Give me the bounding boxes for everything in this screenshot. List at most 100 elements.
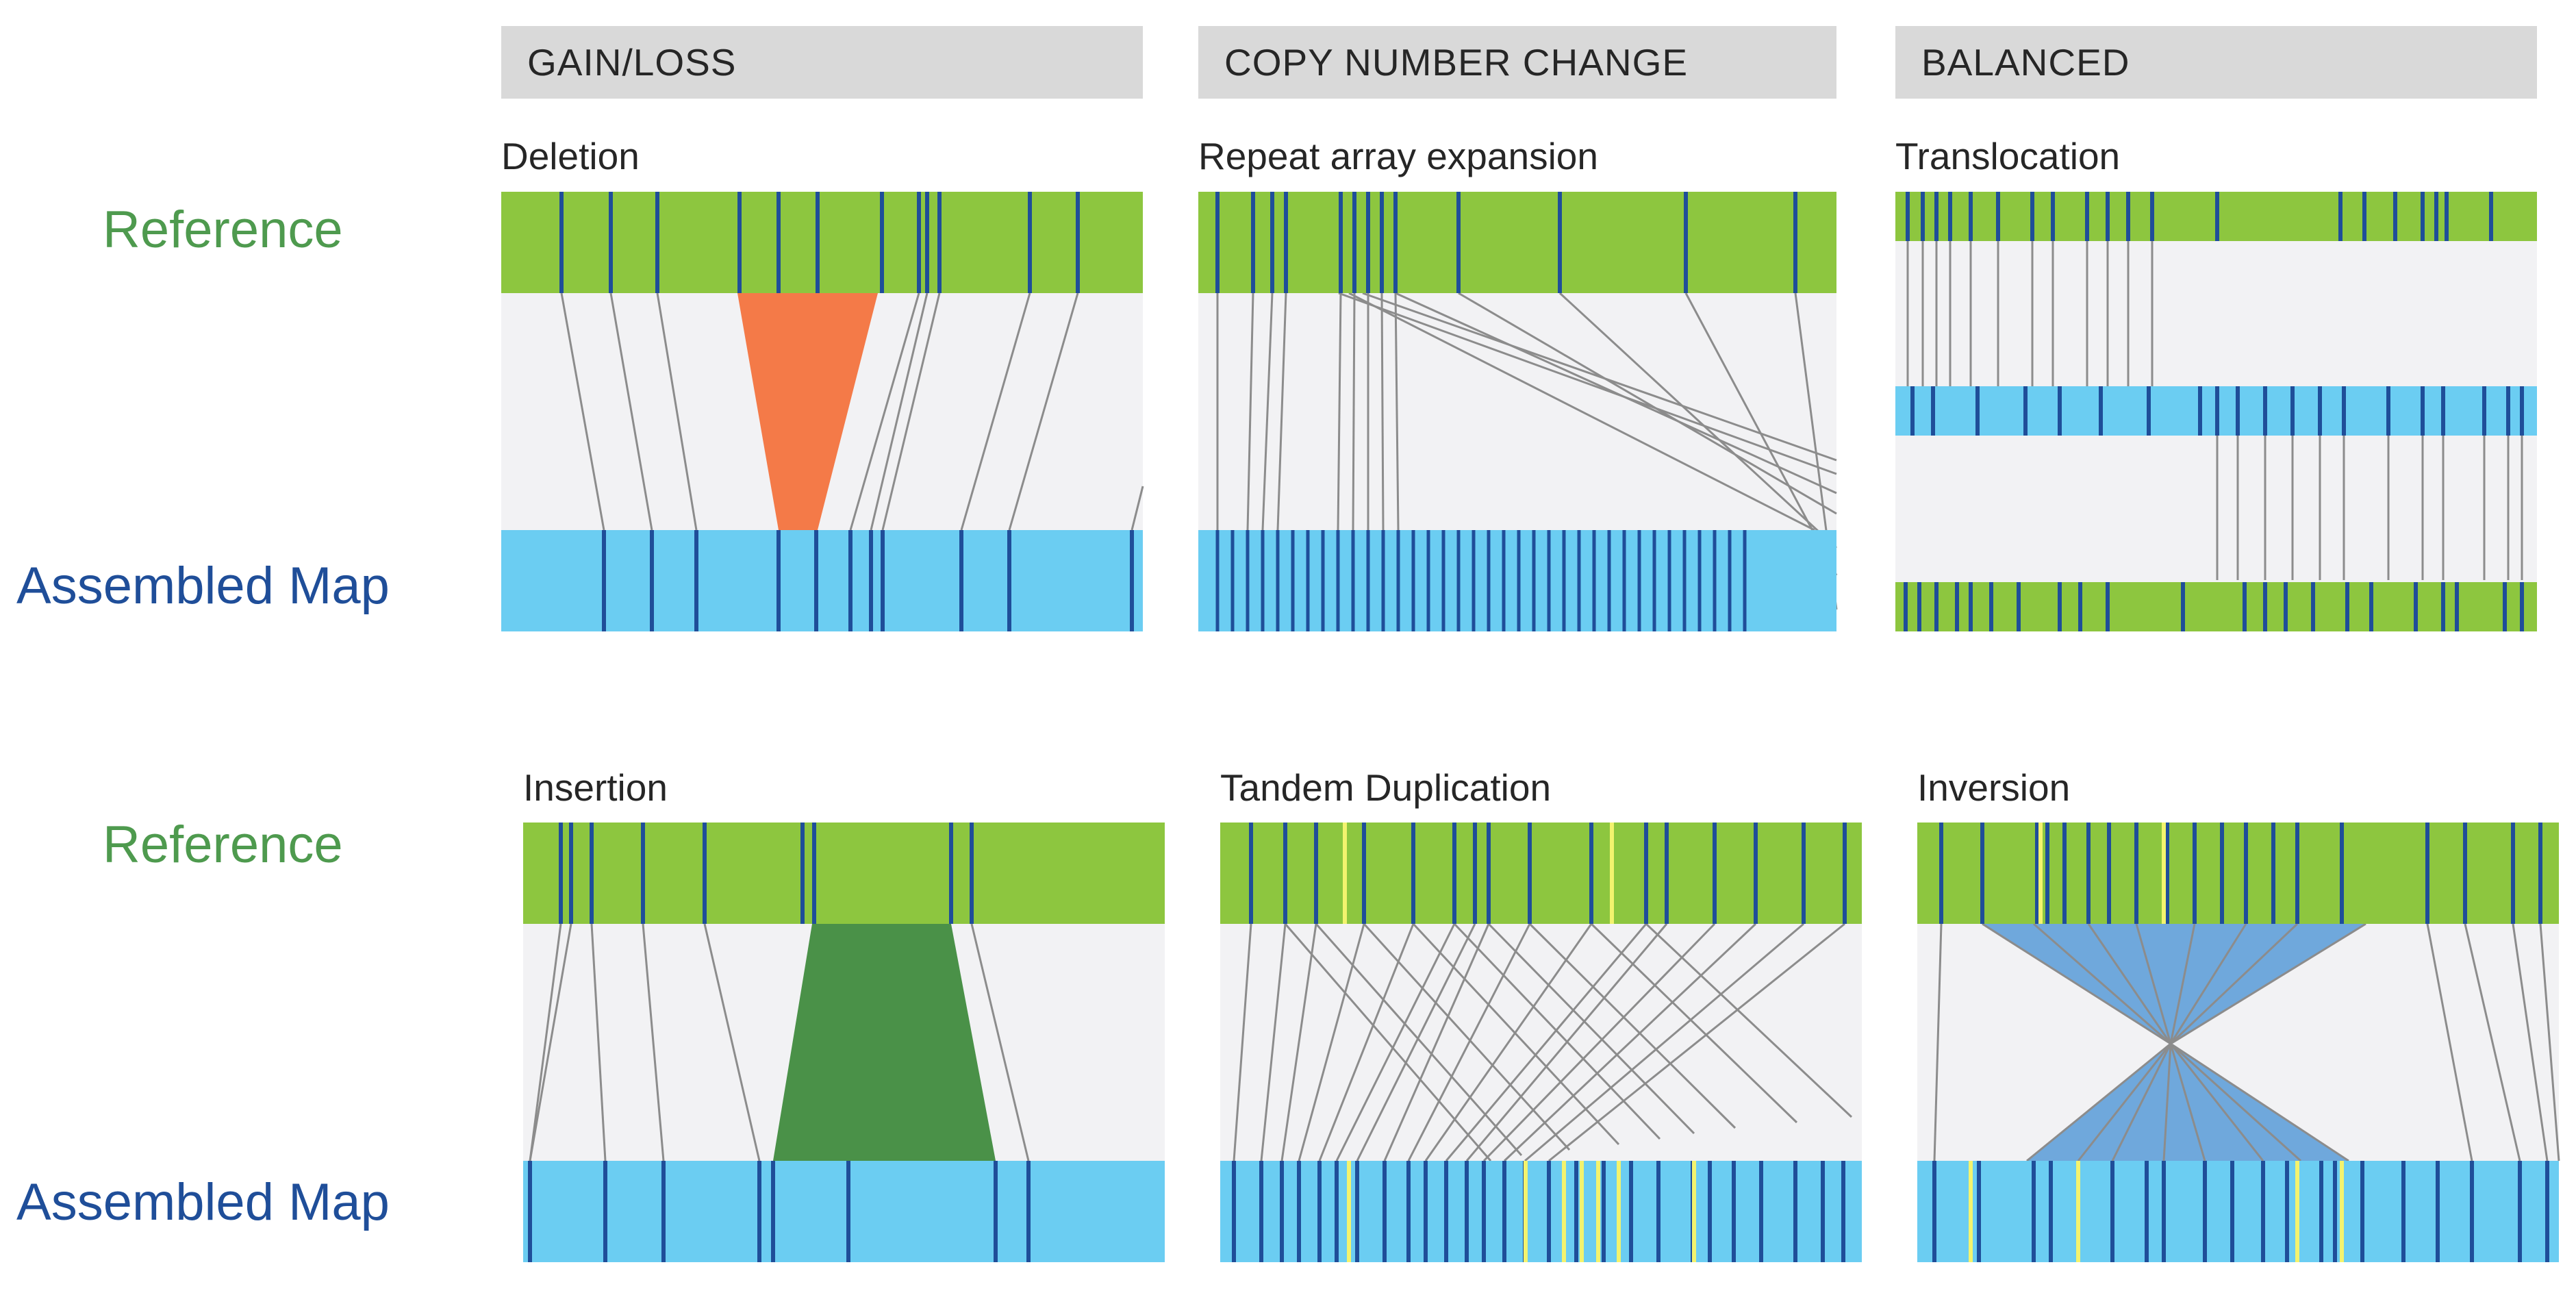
alignment-line <box>642 923 665 1162</box>
alignment-line <box>1453 922 1661 1140</box>
alignment-line <box>2169 923 2196 1044</box>
alignment-line <box>1338 292 1837 475</box>
alignment-line <box>2512 923 2549 1162</box>
alignment-line <box>2170 1042 2349 1162</box>
alignment-line <box>1352 292 1356 531</box>
header-copy-number-change: COPY NUMBER CHANGE <box>1198 26 1836 99</box>
reference-bar <box>501 192 1143 293</box>
alignment-line <box>1424 923 1593 1162</box>
header-balanced: BALANCED <box>1895 26 2537 99</box>
alignment-line <box>2169 922 2299 1045</box>
reference-bar-chromosome-b <box>1895 582 2537 631</box>
panel-title-tandem-duplication: Tandem Duplication <box>1220 766 1552 809</box>
header-gain-loss: GAIN/LOSS <box>501 26 1143 99</box>
reference-bar <box>1198 192 1836 293</box>
alignment-line <box>2162 1043 2172 1162</box>
alignment-line <box>960 292 1031 531</box>
alignment-line <box>1246 292 1254 531</box>
alignment-line <box>870 292 929 531</box>
alignment-line <box>2111 1043 2172 1162</box>
alignment-line <box>1131 486 1144 531</box>
alignment-line <box>1445 923 1647 1162</box>
alignment-line <box>1260 923 1287 1162</box>
translocation-diagram <box>1895 192 2537 631</box>
alignment-line <box>1933 923 1943 1162</box>
inserted-segment <box>773 924 996 1161</box>
alignment-line <box>1233 923 1252 1162</box>
alignment-line <box>2169 923 2247 1044</box>
alignment-line <box>2135 923 2172 1044</box>
row-label-reference-bottom: Reference <box>103 816 343 874</box>
alignment-line <box>1356 923 1476 1162</box>
alignment-line <box>609 292 653 531</box>
row-label-assembled-top: Assembled Map <box>16 557 390 615</box>
reference-bar <box>523 823 1165 924</box>
alignment-line <box>2026 1042 2171 1162</box>
panel-title-translocation: Translocation <box>1895 135 2121 177</box>
panel-title-repeat-array-expansion: Repeat array expansion <box>1198 135 1598 177</box>
alignment-line <box>560 292 605 531</box>
alignment-line <box>590 923 607 1162</box>
alignment-line <box>1528 922 1737 1129</box>
alignment-line <box>1276 292 1287 531</box>
repeat-array-expansion-diagram <box>1198 192 1838 631</box>
reference-bar <box>1917 823 2559 924</box>
alignment-line <box>1335 923 1456 1162</box>
alignment-line <box>1261 292 1274 531</box>
alignment-line <box>1284 923 1492 1162</box>
alignment-line <box>1383 923 1490 1162</box>
alignment-line <box>1524 922 1804 1162</box>
alignment-line <box>703 923 761 1162</box>
alignment-line <box>1487 922 1695 1135</box>
alignment-line <box>2426 923 2473 1162</box>
alignment-line <box>2169 1043 2206 1162</box>
alignment-line <box>2169 1043 2264 1162</box>
alignment-line <box>1394 292 1400 531</box>
alignment-line <box>1503 922 1757 1162</box>
assembled-map-bar <box>1917 1161 2559 1262</box>
inverted-segment-reference <box>1982 924 2366 1044</box>
panel-title-inversion: Inversion <box>1917 766 2071 809</box>
alignment-line <box>656 292 698 531</box>
assembled-map-bar <box>501 530 1143 631</box>
alignment-line <box>1645 922 1853 1118</box>
alignment-line <box>2077 1043 2172 1162</box>
row-label-reference-top: Reference <box>103 201 343 259</box>
alignment-line <box>529 923 562 1162</box>
panel-title-deletion: Deletion <box>501 135 640 177</box>
alignment-line <box>1590 922 1798 1124</box>
deletion-diagram <box>501 192 1144 631</box>
tandem-duplication-diagram <box>1220 823 1862 1262</box>
alignment-line <box>1318 923 1415 1162</box>
alignment-line <box>1982 922 2171 1045</box>
alignment-line <box>1407 923 1531 1162</box>
alignment-line <box>2464 923 2521 1162</box>
alignment-line <box>1348 292 1815 531</box>
alignment-line <box>1315 923 1523 1156</box>
alignment-line <box>881 292 941 531</box>
panel-title-insertion: Insertion <box>523 766 668 809</box>
row-label-assembled-bottom: Assembled Map <box>16 1173 390 1231</box>
alignment-line <box>1337 292 1342 531</box>
alignment-line <box>1008 292 1079 531</box>
alignment-line <box>1458 292 1837 515</box>
alignment-line <box>1362 292 1837 462</box>
alignment-line <box>1412 922 1620 1146</box>
insertion-diagram <box>523 823 1165 1262</box>
alignment-line <box>1363 922 1571 1151</box>
alignment-line <box>2170 922 2366 1045</box>
alignment-line <box>1482 922 1716 1162</box>
alignment-line <box>2087 923 2172 1044</box>
assembled-map-bar <box>523 1161 1165 1262</box>
inversion-diagram <box>1917 823 2560 1262</box>
alignment-line <box>2539 923 2560 1162</box>
alignment-line <box>1298 923 1365 1162</box>
deleted-segment <box>737 293 878 530</box>
alignment-line <box>529 923 572 1162</box>
alignment-line <box>970 923 1030 1162</box>
alignment-line <box>1280 923 1317 1162</box>
assembled-map-bar <box>1220 1161 1862 1262</box>
alignment-line <box>1558 292 1838 549</box>
alignment-line <box>2033 922 2171 1045</box>
alignment-line <box>849 292 920 531</box>
